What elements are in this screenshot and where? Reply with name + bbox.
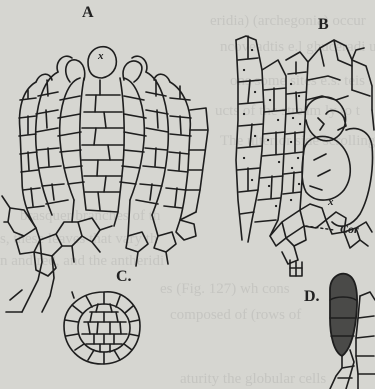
panel-b-drawing bbox=[236, 36, 374, 276]
panel-d-drawing bbox=[330, 274, 375, 389]
panel-c-label: C. bbox=[116, 268, 132, 286]
panel-a-drawing bbox=[2, 47, 208, 312]
panel-c-drawing bbox=[64, 292, 140, 364]
cortex-cell-marker: x bbox=[328, 196, 334, 208]
cortex-label: Cor bbox=[340, 222, 359, 237]
apical-cell-marker: x bbox=[98, 50, 104, 62]
panel-a-label: A bbox=[82, 4, 94, 22]
antheridium bbox=[330, 274, 357, 356]
panel-b-label: B bbox=[318, 16, 329, 34]
panel-d-label: D. bbox=[304, 288, 320, 306]
